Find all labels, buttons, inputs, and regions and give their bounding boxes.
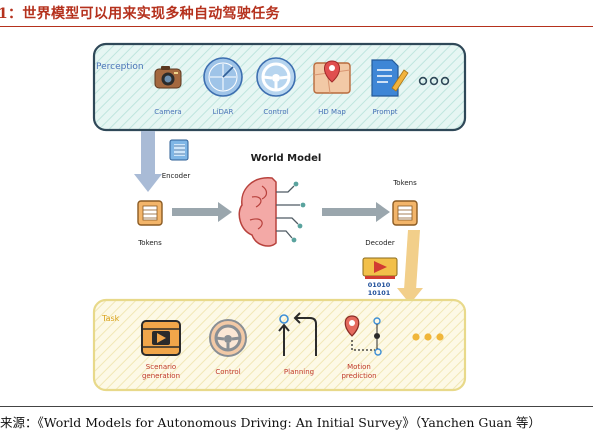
decoder-to-task-arrow — [397, 230, 423, 304]
task-control-label: Control — [215, 368, 240, 376]
camera-icon — [150, 66, 182, 89]
perception-item-hd-map: HD Map — [318, 108, 346, 116]
task-steering-wheel-icon — [209, 319, 247, 357]
perception-item-control: Control — [263, 108, 288, 116]
perception-item-lidar: LiDAR — [213, 108, 234, 116]
figure-source: 来源：《World Models for Autonomous Driving:… — [0, 415, 541, 430]
planning-route-icon — [278, 312, 317, 356]
header-rule — [0, 26, 593, 27]
task-frame — [92, 298, 467, 392]
task-panel: Task Scenario generation Control Plannin… — [92, 298, 467, 392]
motion-prediction-icon — [344, 315, 382, 356]
prompt-document-icon — [371, 59, 409, 97]
perception-item-prompt: Prompt — [372, 108, 397, 116]
task-label: Task — [101, 314, 120, 323]
footer-rule — [0, 406, 593, 407]
task-scenario-line2: generation — [142, 372, 180, 380]
task-planning-label: Planning — [284, 368, 314, 376]
task-scenario-line1: Scenario — [146, 363, 176, 371]
task-more-dots-icon — [412, 333, 444, 341]
tokens-to-model-arrow — [172, 202, 232, 222]
task-motion-line2: prediction — [341, 372, 376, 380]
encoder-label: Encoder — [162, 172, 191, 180]
world-model-diagram: Perception Camera LiDAR Control — [92, 42, 467, 392]
binary-top: 01010 — [368, 281, 391, 289]
video-output-icon — [362, 257, 398, 279]
task-motion-line1: Motion — [347, 363, 371, 371]
tokens-left-icon — [137, 200, 163, 226]
perception-to-tokens-arrow — [134, 131, 162, 192]
steering-wheel-icon — [256, 57, 296, 97]
tokens-left-label: Tokens — [137, 239, 162, 247]
perception-item-camera: Camera — [154, 108, 181, 116]
perception-panel: Perception Camera LiDAR Control — [92, 42, 467, 132]
video-play-icon — [141, 320, 181, 356]
decoder-label: Decoder — [365, 239, 395, 247]
lidar-icon — [203, 57, 243, 97]
model-to-tokens-arrow — [322, 202, 390, 222]
map-pin-icon — [313, 60, 351, 94]
tokens-right-icon — [392, 200, 418, 226]
more-dots-icon — [418, 76, 450, 86]
encoder-icon — [169, 139, 189, 161]
perception-label: Perception — [96, 62, 144, 72]
binary-bottom: 10101 — [368, 289, 391, 297]
brain-chip-icon — [238, 177, 306, 247]
figure-title: 1：世界模型可以用来实现多种自动驾驶任务 — [0, 6, 280, 22]
world-model-title: World Model — [251, 153, 322, 164]
tokens-right-label: Tokens — [392, 179, 417, 187]
figure-header: 1：世界模型可以用来实现多种自动驾驶任务 — [0, 0, 593, 27]
